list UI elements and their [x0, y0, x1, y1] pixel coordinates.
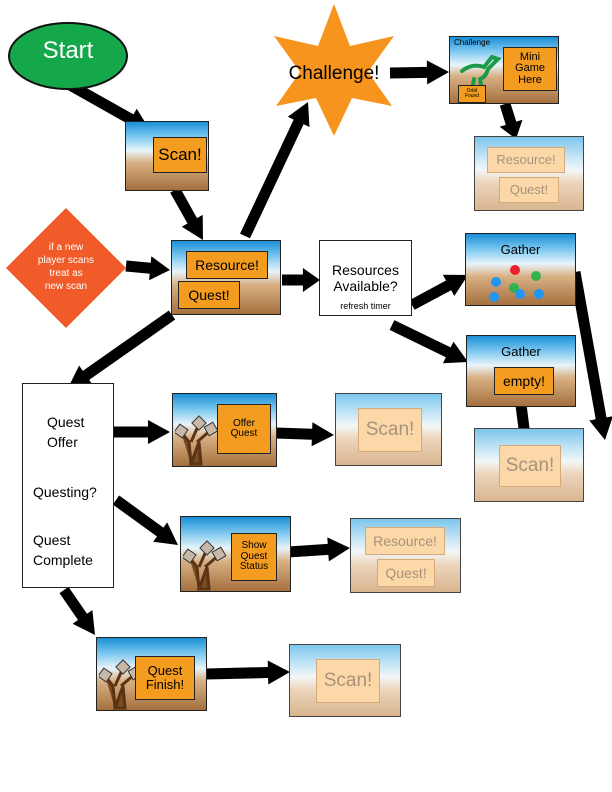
offer-quest-label: Offer Quest	[217, 404, 271, 454]
arrow-result-to-resources	[282, 268, 320, 292]
gather-rescan-label: Scan!	[499, 445, 561, 487]
resources-available-line-1: Resources	[332, 262, 399, 278]
resource-dot	[534, 289, 544, 299]
gather-empty-title: Gather	[501, 344, 541, 359]
new-player-note-line-1: if a new	[48, 242, 84, 253]
arrow-gather-to-rescan	[569, 271, 612, 440]
found-tag-line-2: Found	[464, 93, 480, 99]
new-player-note-line-3: treat as	[49, 268, 83, 279]
questing-option[interactable]: Questing?	[33, 484, 97, 500]
quest-finish-scan-label: Scan!	[316, 659, 380, 703]
scan-screen[interactable]: Scan!	[125, 121, 209, 191]
show-quest-status-line-1: Show	[241, 540, 267, 552]
mini-game-screen[interactable]: Challenge Mini Game Here Orbit Found	[449, 36, 559, 104]
offer-quest-line-2: Quest	[230, 428, 258, 439]
resource-dot	[491, 277, 501, 287]
quest-complete-line-2: Complete	[33, 552, 93, 569]
show-quest-status-label: Show Quest Status	[231, 533, 277, 581]
refresh-timer-note: refresh timer	[340, 301, 391, 311]
gather-empty-status: empty!	[494, 367, 554, 395]
arrow-menu-to-finish	[59, 586, 95, 635]
scan-result-quest: Quest!	[178, 281, 240, 309]
quest-complete-line-1: Quest	[33, 532, 71, 548]
challenge-label: Challenge!	[288, 63, 380, 84]
gather-empty-screen[interactable]: Gather empty!	[466, 335, 576, 407]
offer-quest-screen[interactable]: Offer Quest	[172, 393, 277, 467]
quest-menu-box[interactable]: Quest Offer Questing? Quest Complete	[22, 383, 114, 588]
found-tag: Orbit Found	[458, 85, 486, 103]
quest-offer-option[interactable]: Quest Offer	[47, 412, 84, 453]
show-status-result-resource: Resource!	[365, 527, 445, 555]
resource-dots	[489, 265, 544, 302]
found-tag-line-1: Orbit	[466, 87, 478, 94]
show-quest-status-line-3: Status	[239, 561, 269, 573]
arrow-scan-to-result	[170, 187, 203, 240]
offer-quest-scan-screen[interactable]: Scan!	[335, 393, 442, 466]
new-player-diamond	[6, 208, 126, 328]
quest-complete-option[interactable]: Quest Complete	[33, 530, 93, 571]
challenge-star[interactable]	[272, 2, 396, 138]
quest-giver-icon	[183, 540, 227, 591]
gather-rescan-screen[interactable]: Scan!	[474, 428, 584, 502]
gather-full-screen[interactable]: Gather	[465, 233, 576, 306]
arrow-menu-to-offer	[114, 420, 170, 444]
scan-label: Scan!	[153, 137, 207, 173]
show-quest-status-line-2: Quest	[240, 550, 268, 562]
arrow-finish-to-scan	[205, 660, 290, 685]
arrow-resources-to-empty	[389, 320, 468, 364]
new-player-note-line-4: new scan	[44, 281, 88, 292]
scan-result-resource: Resource!	[186, 251, 268, 279]
scan-result-screen[interactable]: Resource! Quest!	[171, 240, 281, 315]
show-quest-status-screen[interactable]: Show Quest Status	[180, 516, 291, 592]
challenge-result-screen[interactable]: Resource! Quest!	[474, 136, 584, 211]
mini-game-label-line-2: Game	[515, 62, 545, 75]
arrow-result-to-challenge	[240, 102, 310, 239]
resources-available-box[interactable]: Resources Available? refresh timer	[319, 240, 412, 316]
show-status-result-screen[interactable]: Resource! Quest!	[350, 518, 461, 593]
arrow-menu-to-status	[112, 495, 178, 545]
quest-giver-icon	[175, 415, 219, 466]
mini-game-label-line-3: Here	[518, 73, 542, 86]
challenge-result-quest: Quest!	[499, 177, 559, 203]
quest-finish-line-2: Finish!	[145, 677, 185, 692]
resources-available-question: Resources Available?	[320, 262, 411, 294]
start-label: Start	[42, 37, 94, 64]
quest-finish-screen[interactable]: Quest Finish!	[96, 637, 207, 711]
arrow-minigame-to-result	[499, 102, 523, 139]
resource-dot	[489, 292, 499, 302]
quest-finish-label: Quest Finish!	[135, 656, 195, 700]
arrow-status-to-result	[287, 537, 350, 562]
resource-dot	[510, 265, 520, 275]
quest-finish-line-1: Quest	[147, 663, 183, 679]
arrow-offer-to-scan	[275, 422, 334, 447]
mini-game-caption: Challenge	[454, 38, 491, 47]
resource-dot	[531, 271, 541, 281]
challenge-result-resource: Resource!	[487, 147, 565, 173]
gather-full-title: Gather	[500, 242, 541, 257]
offer-quest-scan-label: Scan!	[358, 408, 422, 452]
resource-dot	[515, 289, 525, 299]
offer-quest-line-1: Offer	[232, 417, 256, 429]
new-player-note-line-2: player scans	[37, 255, 95, 266]
quest-offer-line-2: Offer	[47, 434, 78, 451]
resources-available-line-2: Available?	[333, 278, 398, 295]
arrow-result-to-questmenu	[68, 310, 176, 388]
mini-game-label: Mini Game Here	[503, 47, 557, 91]
arrow-start-to-scan	[67, 80, 150, 130]
arrow-challenge-to-minigame	[389, 60, 449, 85]
quest-finish-scan-screen[interactable]: Scan!	[289, 644, 401, 717]
start-node[interactable]	[6, 20, 130, 92]
mini-game-label-line-1: Mini	[519, 50, 541, 63]
quest-offer-line-1: Quest	[47, 414, 85, 430]
new-player-note: if a new player scans treat as new scan	[28, 241, 104, 293]
arrow-resources-to-gather	[409, 274, 468, 310]
arrow-diamond-to-result	[125, 256, 170, 281]
show-status-result-quest: Quest!	[377, 559, 435, 587]
